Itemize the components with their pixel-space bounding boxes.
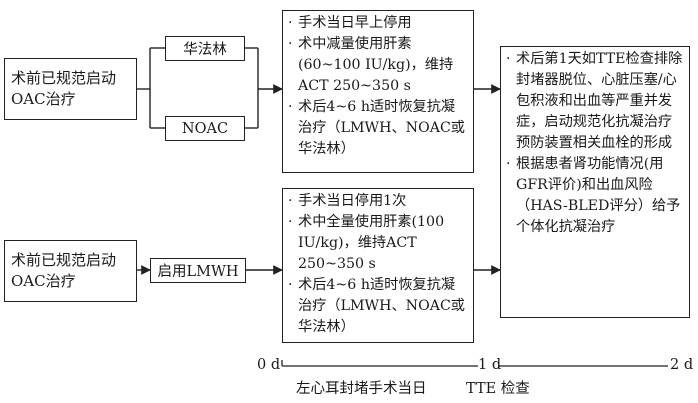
timeline-label-tte: TTE 检查 (466, 381, 530, 397)
postop-box: · 术后第1天如TTE检查排除封堵器脱位、心脏压塞/心包积液和出血等严重并发症，… (500, 46, 690, 318)
procedure-box-bottom: · 手术当日停用1次 · 术中全量使用肝素(100 IU/kg)，维持ACT 2… (282, 188, 474, 343)
lmwh-label: 启用LMWH (157, 264, 239, 280)
noac-box: NOAC (165, 116, 245, 141)
bullet-icon: · (288, 99, 293, 115)
preop-oac-box-bottom: 术前已规范启动OAC治疗 (4, 240, 137, 302)
warfarin-label: 华法林 (183, 42, 227, 58)
timeline-label-0d: 0 d (257, 357, 281, 373)
procedure-bottom-item: · 手术当日停用1次 (288, 191, 467, 212)
procedure-top-item: · 术后4~6 h适时恢复抗凝治疗（LMWH、NOAC或华法林） (288, 99, 465, 157)
lmwh-box: 启用LMWH (150, 258, 246, 283)
postop-item: · 术后第1天如TTE检查排除封堵器脱位、心脏压塞/心包积液和出血等严重并发症，… (506, 51, 683, 151)
bullet-icon: · (288, 15, 293, 31)
bullet-icon: · (288, 193, 293, 209)
procedure-bottom-item: · 术中全量使用肝素(100 IU/kg)，维持ACT 250~350 s (288, 214, 445, 272)
postop-item: · 根据患者肾功能情况(用GFR评价)和出血风险（HAS-BLED评分）给予个体… (506, 156, 681, 235)
bullet-icon: · (506, 156, 511, 172)
noac-label: NOAC (181, 120, 229, 137)
bullet-icon: · (506, 51, 511, 67)
procedure-top-item: · 术中减量使用肝素(60~100 IU/kg)，维持ACT 250~350 s (288, 36, 454, 94)
bullet-icon: · (288, 214, 293, 230)
bullet-icon: · (288, 277, 293, 293)
preop-oac-text-bottom: 术前已规范启动OAC治疗 (11, 251, 117, 290)
timeline-label-1d: 1 d (478, 357, 502, 373)
preop-oac-text-top: 术前已规范启动OAC治疗 (11, 69, 117, 108)
procedure-box-top: · 手术当日早上停用 · 术中减量使用肝素(60~100 IU/kg)，维持AC… (282, 10, 474, 173)
preop-oac-box-top: 术前已规范启动OAC治疗 (4, 58, 137, 120)
warfarin-box: 华法林 (165, 36, 245, 61)
timeline-label-2d: 2 d (670, 357, 694, 373)
bullet-icon: · (288, 36, 293, 52)
procedure-top-item: · 手术当日早上停用 (288, 13, 467, 34)
timeline-label-surgery-day: 左心耳封堵手术当日 (296, 381, 427, 397)
procedure-bottom-item: · 术后4~6 h适时恢复抗凝治疗（LMWH、NOAC或华法林） (288, 277, 465, 335)
